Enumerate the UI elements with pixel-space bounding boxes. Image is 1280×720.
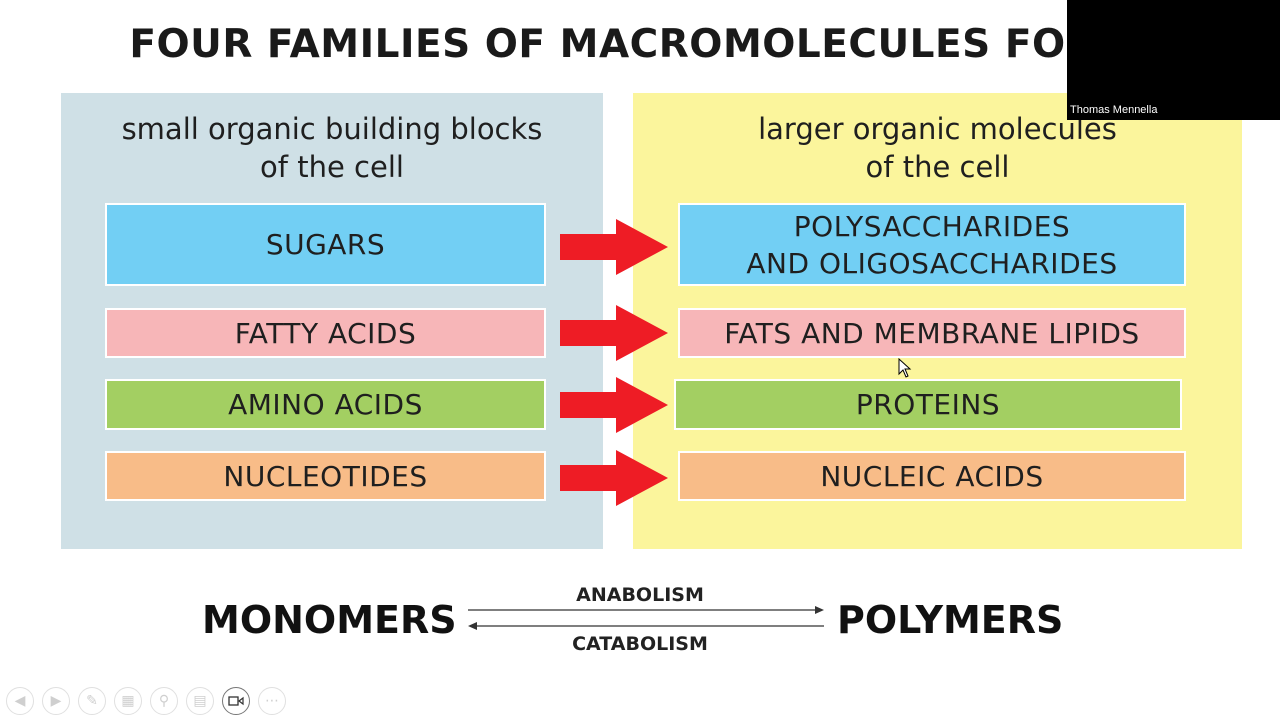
nucleotides-box: NUCLEOTIDES [105, 451, 546, 501]
camera-icon[interactable] [222, 687, 250, 715]
slide-title: FOUR FAMILIES OF MACROMOLECULES FOR LI [129, 22, 1151, 67]
sugars-arrow [560, 219, 668, 275]
subtitles-icon[interactable]: ▤ [186, 687, 214, 715]
nucleotides-arrow [560, 450, 668, 506]
more-icon[interactable]: ⋯ [258, 687, 286, 715]
previous-icon[interactable]: ◀ [6, 687, 34, 715]
pen-icon[interactable]: ✎ [78, 687, 106, 715]
amino-acids-box: AMINO ACIDS [105, 379, 546, 430]
anabolism-label: ANABOLISM [576, 584, 704, 606]
fatty-acids-box: FATTY ACIDS [105, 308, 546, 358]
catabolism-label: CATABOLISM [572, 633, 708, 655]
fats-lipids-box: FATS AND MEMBRANE LIPIDS [678, 308, 1186, 358]
fatty-acids-arrow [560, 305, 668, 361]
presentation-toolbar: ◀ ▶ ✎ ▦ ⚲ ▤ ⋯ [6, 687, 286, 715]
zoom-icon[interactable]: ⚲ [150, 687, 178, 715]
monomers-label: MONOMERS [202, 598, 457, 642]
participant-video[interactable]: Thomas Mennella [1067, 0, 1280, 120]
amino-acids-arrow [560, 377, 668, 433]
catabolism-arrow [468, 622, 824, 630]
sugars-box: SUGARS [105, 203, 546, 286]
macromolecules-heading: larger organic molecules of the cell [758, 112, 1117, 184]
proteins-box: PROTEINS [674, 379, 1182, 430]
next-icon[interactable]: ▶ [42, 687, 70, 715]
building-blocks-heading: small organic building blocks of the cel… [121, 112, 543, 184]
slides-icon[interactable]: ▦ [114, 687, 142, 715]
polysaccharides-box: POLYSACCHARIDES AND OLIGOSACCHARIDES [678, 203, 1186, 286]
mouse-cursor-icon [898, 358, 912, 378]
polymers-label: POLYMERS [837, 598, 1064, 642]
anabolism-arrow [468, 606, 824, 614]
nucleic-acids-box: NUCLEIC ACIDS [678, 451, 1186, 501]
participant-name: Thomas Mennella [1070, 104, 1158, 116]
